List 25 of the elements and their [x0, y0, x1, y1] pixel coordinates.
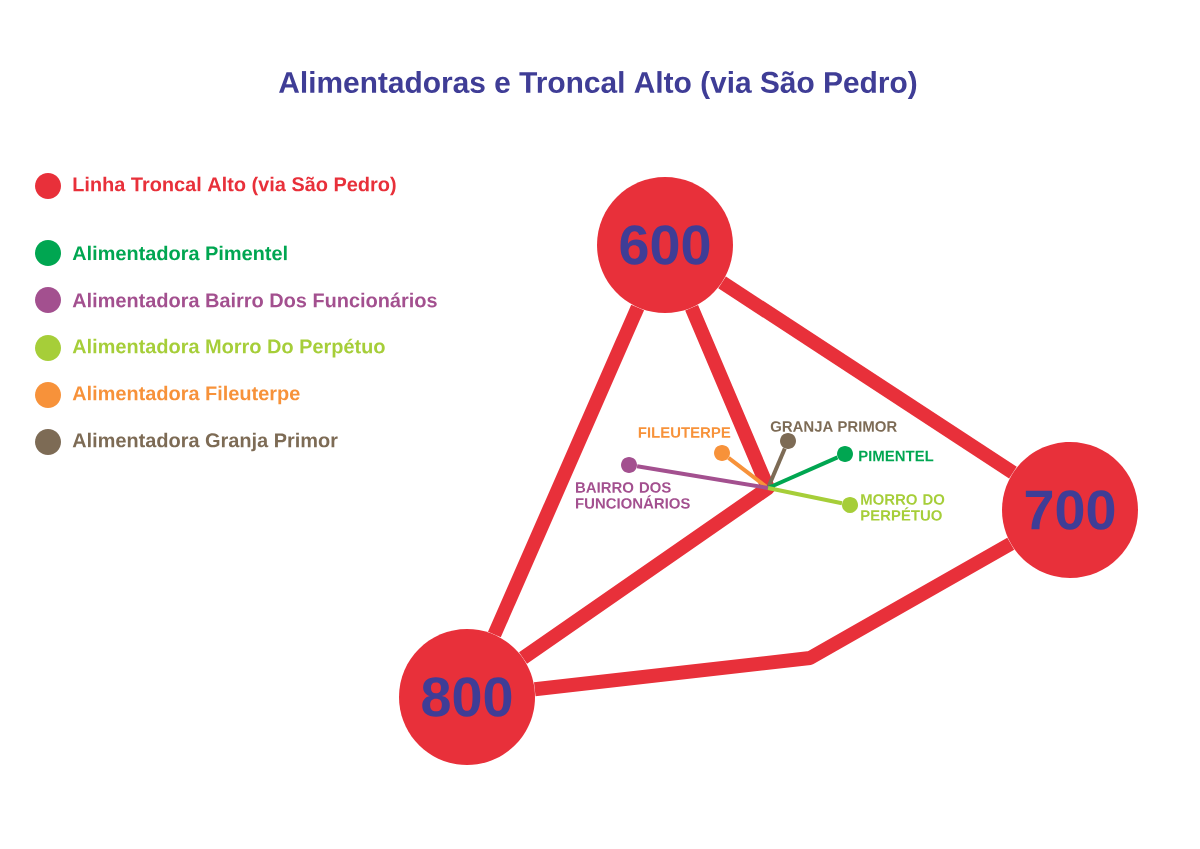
feeder-line: [636, 464, 769, 490]
feeder-label: GRANJA PRIMOR: [770, 421, 897, 432]
stop-dot: [714, 445, 730, 461]
feeder-line: [766, 447, 787, 489]
feeder-label: MORRO DO PERPÉTUO: [861, 494, 945, 521]
feeder-line: [767, 455, 839, 490]
legend-text: Alimentadora Morro Do Perpétuo: [72, 338, 385, 358]
trunk-line: [487, 304, 645, 638]
legend-text: Alimentadora Pimentel: [72, 245, 287, 261]
feeder-line: [767, 486, 843, 506]
stop-dot: [780, 433, 796, 449]
feeder-label: BAIRRO DOS FUNCIONÁRIOS: [576, 482, 690, 509]
legend-text: Linha Troncal Alto (via São Pedro): [73, 176, 396, 196]
stop-dot: [842, 497, 858, 513]
legend-text: Alimentadora Bairro Dos Funcionários: [72, 292, 437, 308]
feeder-label: PIMENTEL: [859, 450, 934, 462]
stop-dot: [621, 457, 637, 473]
legend-text: Alimentadora Fileuterpe: [72, 385, 300, 405]
feeder-label: FILEUTERPE: [638, 427, 731, 438]
trunk-line: [519, 305, 775, 664]
legend-text: Alimentadora Granja Primor: [72, 432, 338, 452]
trunk-line: [534, 537, 1015, 697]
title: Alimentadoras e Troncal Alto (via São Pedro): [279, 71, 917, 99]
trunk-line: [718, 276, 1017, 479]
stop-dot: [837, 446, 853, 462]
